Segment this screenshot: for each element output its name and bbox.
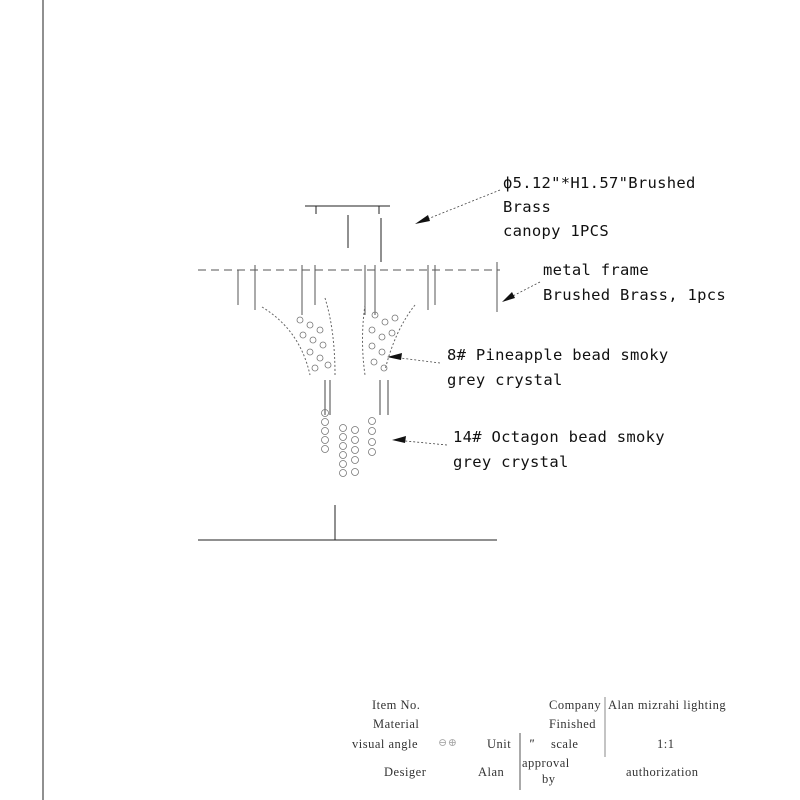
octagon-callout-line1: 14# Octagon bead smoky	[453, 428, 665, 446]
octagon-callout-line2: grey crystal	[453, 453, 569, 471]
approval-by-label: by	[542, 772, 556, 786]
leader-octagon	[394, 439, 448, 446]
approval-label: approval	[522, 756, 570, 770]
company-label: Company	[549, 698, 602, 712]
material-label: Material	[373, 717, 420, 731]
scale-label: scale	[551, 737, 579, 751]
item-no-label: Item No.	[372, 698, 421, 712]
visual-angle-label: visual angle	[352, 737, 419, 751]
pineapple-beads	[296, 311, 399, 372]
scale-value: 1:1	[657, 737, 675, 751]
unit-label: Unit	[487, 737, 512, 751]
arrow-icon	[502, 292, 515, 302]
canopy	[305, 205, 390, 262]
frame-callout-line2: Brushed Brass, 1pcs	[543, 286, 727, 304]
frame-callout-line1: metal frame	[543, 261, 649, 279]
metal-frame	[198, 262, 500, 315]
arrowheads	[387, 215, 515, 443]
arrow-icon	[415, 215, 430, 224]
leader-canopy	[419, 189, 501, 223]
designer-label: Desiger	[384, 765, 427, 779]
canopy-callout-line2: Brass	[503, 198, 552, 216]
unit-value: "	[528, 737, 536, 751]
octagon-beads	[321, 409, 376, 477]
arrow-icon	[392, 436, 406, 443]
canopy-callout-line3: canopy 1PCS	[503, 222, 609, 240]
finished-label: Finished	[549, 717, 597, 731]
arrow-icon	[387, 353, 402, 360]
canopy-callout-line1: ϕ5.12"*H1.57"Brushed	[503, 174, 696, 192]
company-value: Alan mizrahi lighting	[608, 698, 727, 712]
projection-symbol-icon: ⊖⊕	[438, 737, 458, 749]
authorization-label: authorization	[626, 765, 699, 779]
pineapple-callout-line1: 8# Pineapple bead smoky	[447, 346, 669, 364]
lower-frame	[324, 380, 389, 415]
crystal-cluster-outline	[261, 297, 416, 376]
pineapple-callout-line2: grey crystal	[447, 371, 563, 389]
designer-value: Alan	[478, 765, 505, 779]
